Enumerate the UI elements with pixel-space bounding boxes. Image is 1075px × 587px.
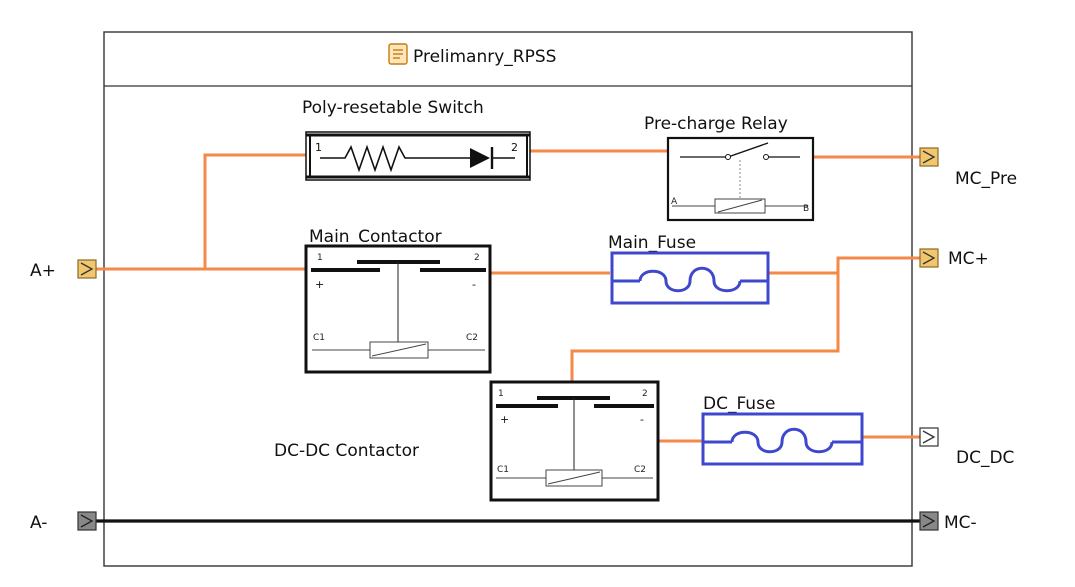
- relay-terminal: [763, 154, 769, 160]
- diode-symbol-icon: [470, 148, 490, 168]
- poly-switch-label: Poly-resetable Switch: [302, 98, 484, 118]
- port-a-plus-label: A+: [30, 261, 56, 281]
- main-contactor-minus: -: [472, 278, 476, 291]
- poly-switch-pin1: 1: [315, 141, 322, 154]
- port-dc-dc[interactable]: DC_DC: [919, 427, 1014, 468]
- port-mc-pre-label: MC_Pre: [955, 169, 1017, 189]
- precharge-relay-label: Pre-charge Relay: [644, 114, 788, 134]
- relay-pivot: [725, 154, 731, 160]
- dcdc-contactor-c2: C2: [634, 465, 646, 475]
- port-a-minus[interactable]: A-: [30, 511, 97, 533]
- port-a-minus-label: A-: [30, 513, 47, 533]
- dcdc-contactor-pin1: 1: [498, 389, 504, 399]
- dc-fuse[interactable]: DC_Fuse: [701, 394, 864, 466]
- port-out-arrow-icon: [922, 150, 936, 164]
- poly-switch-body: [305, 131, 531, 181]
- poly-resetable-switch[interactable]: Poly-resetable Switch 1 2: [302, 98, 531, 181]
- dc-fuse-label: DC_Fuse: [703, 394, 775, 414]
- main-contactor-coil-diagonal: [371, 343, 427, 357]
- dcdc-contactor-coil-diagonal: [547, 471, 601, 485]
- wire-fuse-mcplus: [768, 256, 920, 275]
- fuse-element-icon: [638, 266, 742, 293]
- port-mc-plus-label: MC+: [948, 249, 989, 269]
- wiring: [96, 149, 920, 443]
- main-contactor-c2: C2: [466, 333, 478, 343]
- wire-mcplus-dcdc: [570, 270, 840, 383]
- model-document-icon: [388, 43, 408, 65]
- port-dc-dc-label: DC_DC: [956, 448, 1014, 468]
- main-contactor-plus: +: [315, 278, 324, 291]
- port-out-arrow-icon: [922, 514, 936, 528]
- port-in-arrow-icon: [80, 514, 94, 528]
- main-fuse-label: Main_Fuse: [608, 233, 696, 253]
- relay-contact-arm: [727, 142, 769, 158]
- port-in-arrow-icon: [80, 262, 94, 276]
- port-mc-plus[interactable]: MC+: [919, 248, 989, 269]
- poly-switch-pin2: 2: [511, 141, 518, 154]
- dcdc-contactor-c1: C1: [497, 465, 509, 475]
- relay-coil-diagonal: [717, 199, 763, 213]
- relay-pin-b: B: [803, 204, 809, 214]
- main-contactor-label: Main_Contactor: [309, 227, 442, 247]
- port-mc-minus[interactable]: MC-: [919, 511, 977, 533]
- fuse-element-icon: [730, 427, 834, 454]
- main-fuse[interactable]: Main_Fuse: [608, 233, 770, 305]
- main-contactor-pin2: 2: [474, 253, 480, 263]
- dcdc-contactor[interactable]: DC-DC Contactor 1 2 + - C1 C2: [274, 380, 660, 502]
- port-out-arrow-icon: [922, 430, 936, 444]
- dcdc-contactor-minus: -: [640, 413, 644, 426]
- dcdc-contactor-pin2: 2: [642, 389, 648, 399]
- main-contactor-pin1: 1: [317, 253, 323, 263]
- port-a-plus[interactable]: A+: [30, 259, 97, 281]
- dcdc-contactor-label: DC-DC Contactor: [274, 441, 419, 461]
- block-title: Prelimanry_RPSS: [413, 47, 556, 67]
- resistor-symbol-icon: [320, 144, 470, 173]
- port-out-arrow-icon: [922, 251, 936, 265]
- main-contactor[interactable]: Main_Contactor 1 2 + - C1 C2: [304, 227, 492, 374]
- relay-pin-a: A: [671, 197, 678, 207]
- main-contactor-c1: C1: [313, 333, 325, 343]
- precharge-relay[interactable]: Pre-charge Relay A B: [644, 114, 815, 222]
- dcdc-contactor-plus: +: [500, 413, 509, 426]
- port-mc-pre[interactable]: MC_Pre: [919, 147, 1017, 189]
- port-mc-minus-label: MC-: [944, 513, 977, 533]
- wire-aplus-poly: [203, 153, 306, 269]
